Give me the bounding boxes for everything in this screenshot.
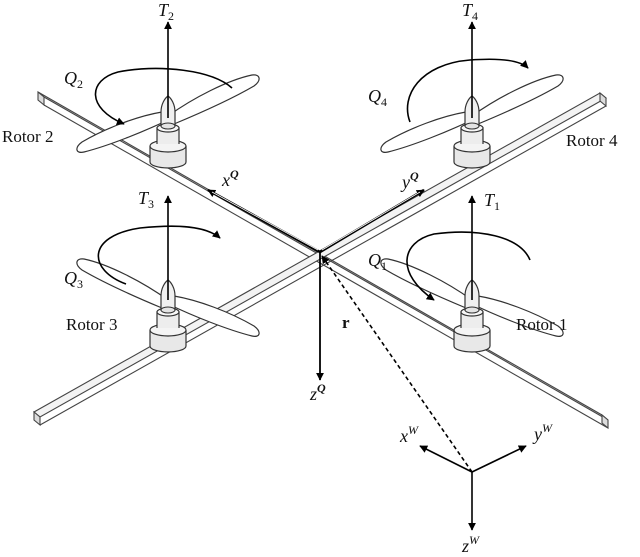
thrust-label-3: T3 [138,188,154,211]
world-x-axis [419,445,473,473]
world-frame-axes [419,445,527,531]
world-y-label: yW [532,421,553,444]
torque-arc-1 [406,231,531,301]
body-y-axis-inner [321,191,421,251]
body-x-axis-inner [211,191,319,251]
torque-label-2: Q2 [64,68,83,91]
world-z-label: zW [461,533,480,556]
thrust-label-4: T4 [462,0,478,23]
torque-arc-4 [406,58,529,123]
rotor-2-label: Rotor 2 [2,127,53,146]
torque-arc-3 [97,225,221,285]
world-x-label: xW [399,423,419,446]
thrust-arrows [164,21,476,300]
rotor-3-label: Rotor 3 [66,315,117,334]
torque-label-1: Q1 [368,250,387,273]
body-y-label: yQ [400,169,419,192]
torque-label-3: Q3 [64,268,83,291]
thrust-label-1: T1 [484,190,500,213]
world-y-axis [471,445,527,473]
position-vector-label: r [342,313,350,332]
torque-label-4: Q4 [368,86,387,109]
rotor-1-label: Rotor 1 [516,315,567,334]
torque-arc-2 [94,67,233,125]
torque-arcs [94,58,531,301]
frame-arms [33,90,609,430]
body-z-label: zQ [309,381,326,404]
rotor-4-label: Rotor 4 [566,131,618,150]
body-x-label: xQ [221,167,239,190]
position-vector-r [321,255,473,473]
thrust-label-2: T2 [158,0,174,23]
